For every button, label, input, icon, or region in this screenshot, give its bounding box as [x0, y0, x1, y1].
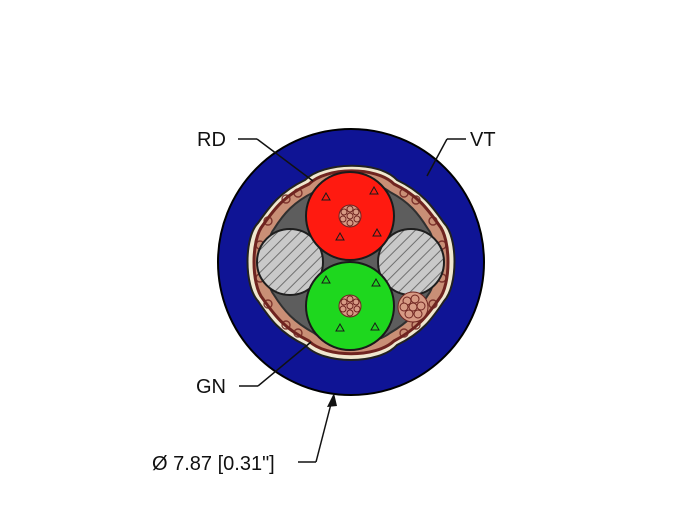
rd-label: RD — [197, 129, 226, 151]
diameter-label: Ø 7.87 [0.31"] — [152, 453, 275, 475]
vt-leader-line-angled — [426, 138, 448, 177]
red-core-conductor — [338, 204, 362, 228]
cable-assembly — [217, 128, 485, 396]
vt-label: VT — [470, 129, 496, 151]
diameter-leader-line-angled — [315, 399, 333, 463]
rd-leader-line-angled — [256, 138, 314, 182]
left-drain-wire — [256, 228, 324, 296]
diameter-arrowhead — [327, 393, 337, 407]
gn-leader-line-angled — [257, 341, 312, 387]
gn-label: GN — [196, 376, 226, 398]
green-core-conductor — [338, 294, 362, 318]
callouts: RD VT GN Ø 7.87 [0.31"] — [152, 129, 496, 475]
small-stranded-conductor — [397, 291, 429, 323]
insulation-marker-symbols — [321, 185, 382, 332]
